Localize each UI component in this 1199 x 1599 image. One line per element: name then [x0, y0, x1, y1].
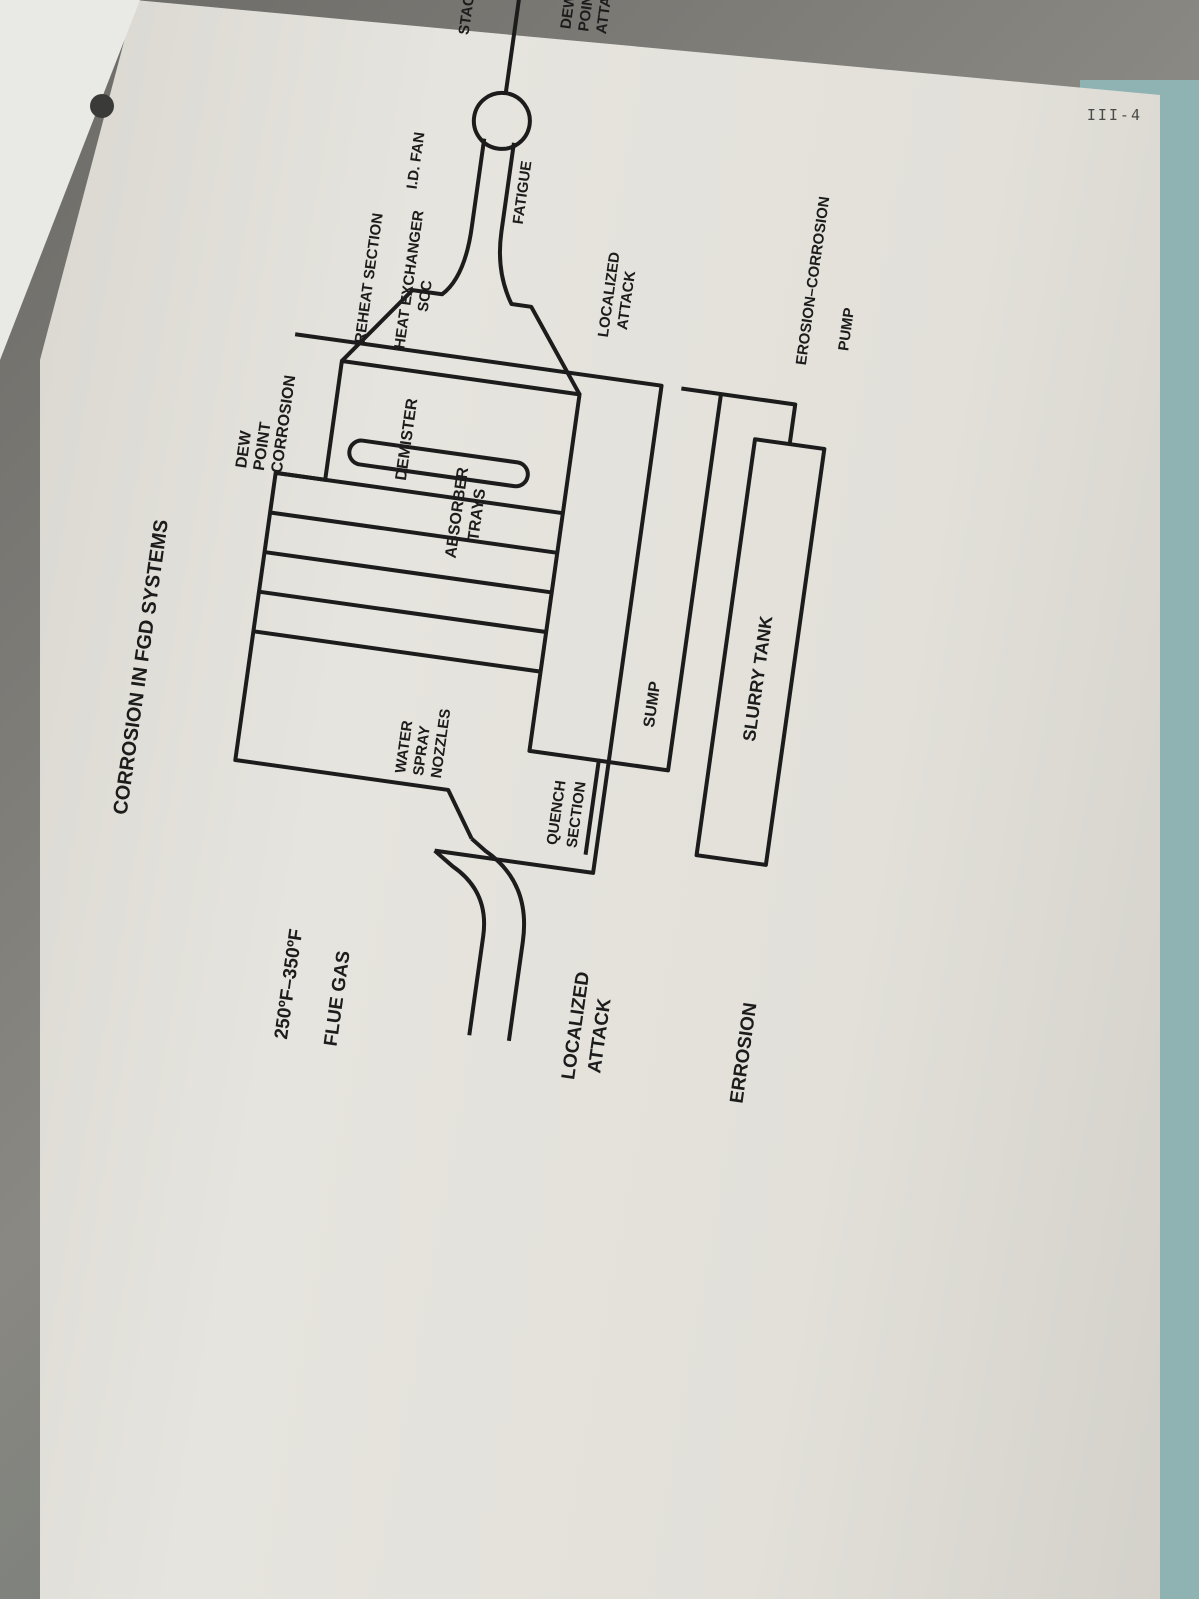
demister-line [275, 470, 564, 516]
tray-line [258, 589, 547, 635]
reheat-section-label: REHEAT SECTION [352, 212, 387, 344]
dew-point-attack-label-3: ATTACK [593, 0, 618, 35]
id-fan-label: I.D. FAN [404, 131, 429, 190]
errosion-label: ERROSION [727, 1001, 762, 1104]
sump-wall [598, 393, 723, 773]
transition-duct-lower [497, 142, 582, 396]
dew-point-attack-label-2: POINT [575, 0, 598, 33]
heat-exchanger-label-2: SCC [415, 279, 436, 313]
temperature-label: 250ºF–350ºF [271, 928, 307, 1041]
diagram-rotated-group: CORROSION IN FGD SYSTEMS 250ºF–350ºF FLU… [110, 0, 858, 1105]
fatigue-label: FATIGUE [510, 160, 536, 226]
sump-label: SUMP [641, 680, 664, 728]
id-fan-housing [471, 90, 532, 151]
transition-duct [340, 138, 487, 363]
flue-gas-label: FLUE GAS [321, 950, 355, 1048]
stack [503, 0, 524, 94]
dew-point-corrosion-label-2: POINT [251, 421, 275, 472]
tray-line [253, 629, 541, 674]
absorber-trays-label-1: ABSORBER [443, 466, 473, 559]
water-spray-nozzles-label-3: NOZZLES [428, 708, 455, 780]
document-page [40, 0, 1160, 1599]
flue-gas-duct-lower [470, 837, 527, 1042]
water-spray-nozzles-label-2: SPRAY [410, 725, 434, 777]
vessel-outline [233, 358, 601, 855]
pump-label: PUMP [835, 307, 858, 352]
stack-label: STACK [456, 0, 480, 36]
slurry-tank-label: SLURRY TANK [739, 614, 776, 742]
absorber-trays-label-2: TRAYS [465, 487, 489, 542]
dew-point-attack-label-1: DEW [557, 0, 579, 30]
heat-exchanger-label-1: HEAT EXCHANGER [391, 209, 427, 350]
flue-gas-duct [433, 849, 487, 1036]
recycle-line [681, 386, 798, 445]
diagram-title: CORROSION IN FGD SYSTEMS [110, 518, 173, 816]
dew-point-corrosion-label-1: DEW [233, 429, 255, 469]
binder-hole [90, 94, 114, 118]
tray-line [264, 550, 552, 595]
diagram-lines [233, 0, 827, 1042]
tray-line [269, 510, 558, 555]
erosion-corrosion-label: EROSION–CORROSION [793, 195, 833, 366]
page-number: III-4 [1086, 106, 1142, 124]
reheat-tube [347, 438, 530, 489]
vessel-bottom [294, 332, 664, 875]
demister-label: DEMISTER [393, 397, 421, 482]
